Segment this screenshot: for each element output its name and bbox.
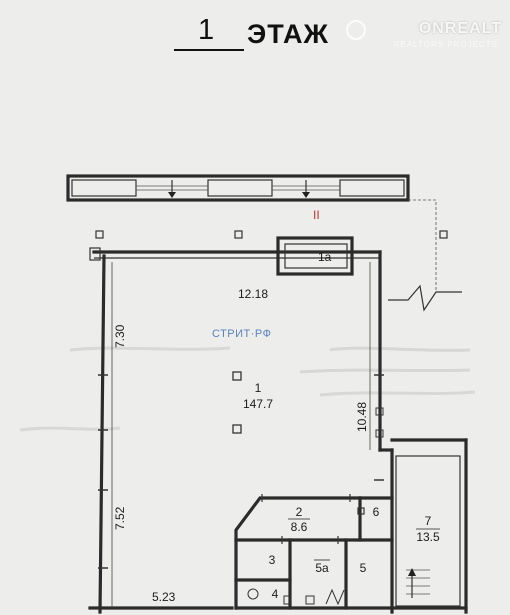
room-6-number: 6 (373, 505, 380, 519)
dimension-left-upper: 7.30 (113, 324, 127, 348)
dimension-left-lower: 7.52 (113, 506, 127, 530)
room-3-number: 3 (269, 553, 276, 567)
dimension-top-width: 12.18 (238, 287, 268, 301)
brand-name: ONREALT (418, 20, 502, 37)
interior-columns (232, 371, 242, 434)
left-wall-ticks (98, 374, 108, 569)
room-7-area: 13.5 (416, 530, 440, 544)
room-1a-outline (276, 236, 354, 276)
dimension-right-height: 10.48 (355, 402, 369, 432)
room-4-number: 4 (272, 587, 279, 601)
column-marks (95, 230, 448, 239)
dimension-lines (111, 262, 371, 608)
floor-word: ЭТАЖ (247, 19, 329, 49)
dimension-bottom-left: 5.23 (152, 590, 176, 604)
room-1a-number: 1а (318, 250, 332, 264)
title-underline (174, 49, 244, 51)
wall-sockets (375, 407, 384, 438)
room-5a-number: 5а (315, 561, 329, 575)
room-5-number: 5 (360, 561, 367, 575)
service-block (234, 494, 468, 610)
brand-subline: REALTORS PROJECTS (393, 40, 498, 49)
room-2-area: 8.6 (291, 520, 308, 534)
room-1-number: 1 (255, 381, 262, 395)
room-7-number: 7 (425, 514, 432, 528)
outer-walls (88, 247, 468, 614)
site-watermark: СТРИТ·РФ (212, 328, 272, 340)
floor-number: 1 (198, 14, 215, 46)
window-strip (66, 174, 410, 202)
brand-logo-icon (346, 20, 366, 40)
right-wall-ticks (374, 374, 384, 481)
section-mark: II (313, 208, 320, 222)
room-7-outline (395, 455, 461, 607)
scan-texture (19, 346, 476, 432)
fixtures (247, 588, 345, 606)
room-2-number: 2 (296, 505, 303, 519)
room-1-area: 147.7 (243, 397, 273, 411)
